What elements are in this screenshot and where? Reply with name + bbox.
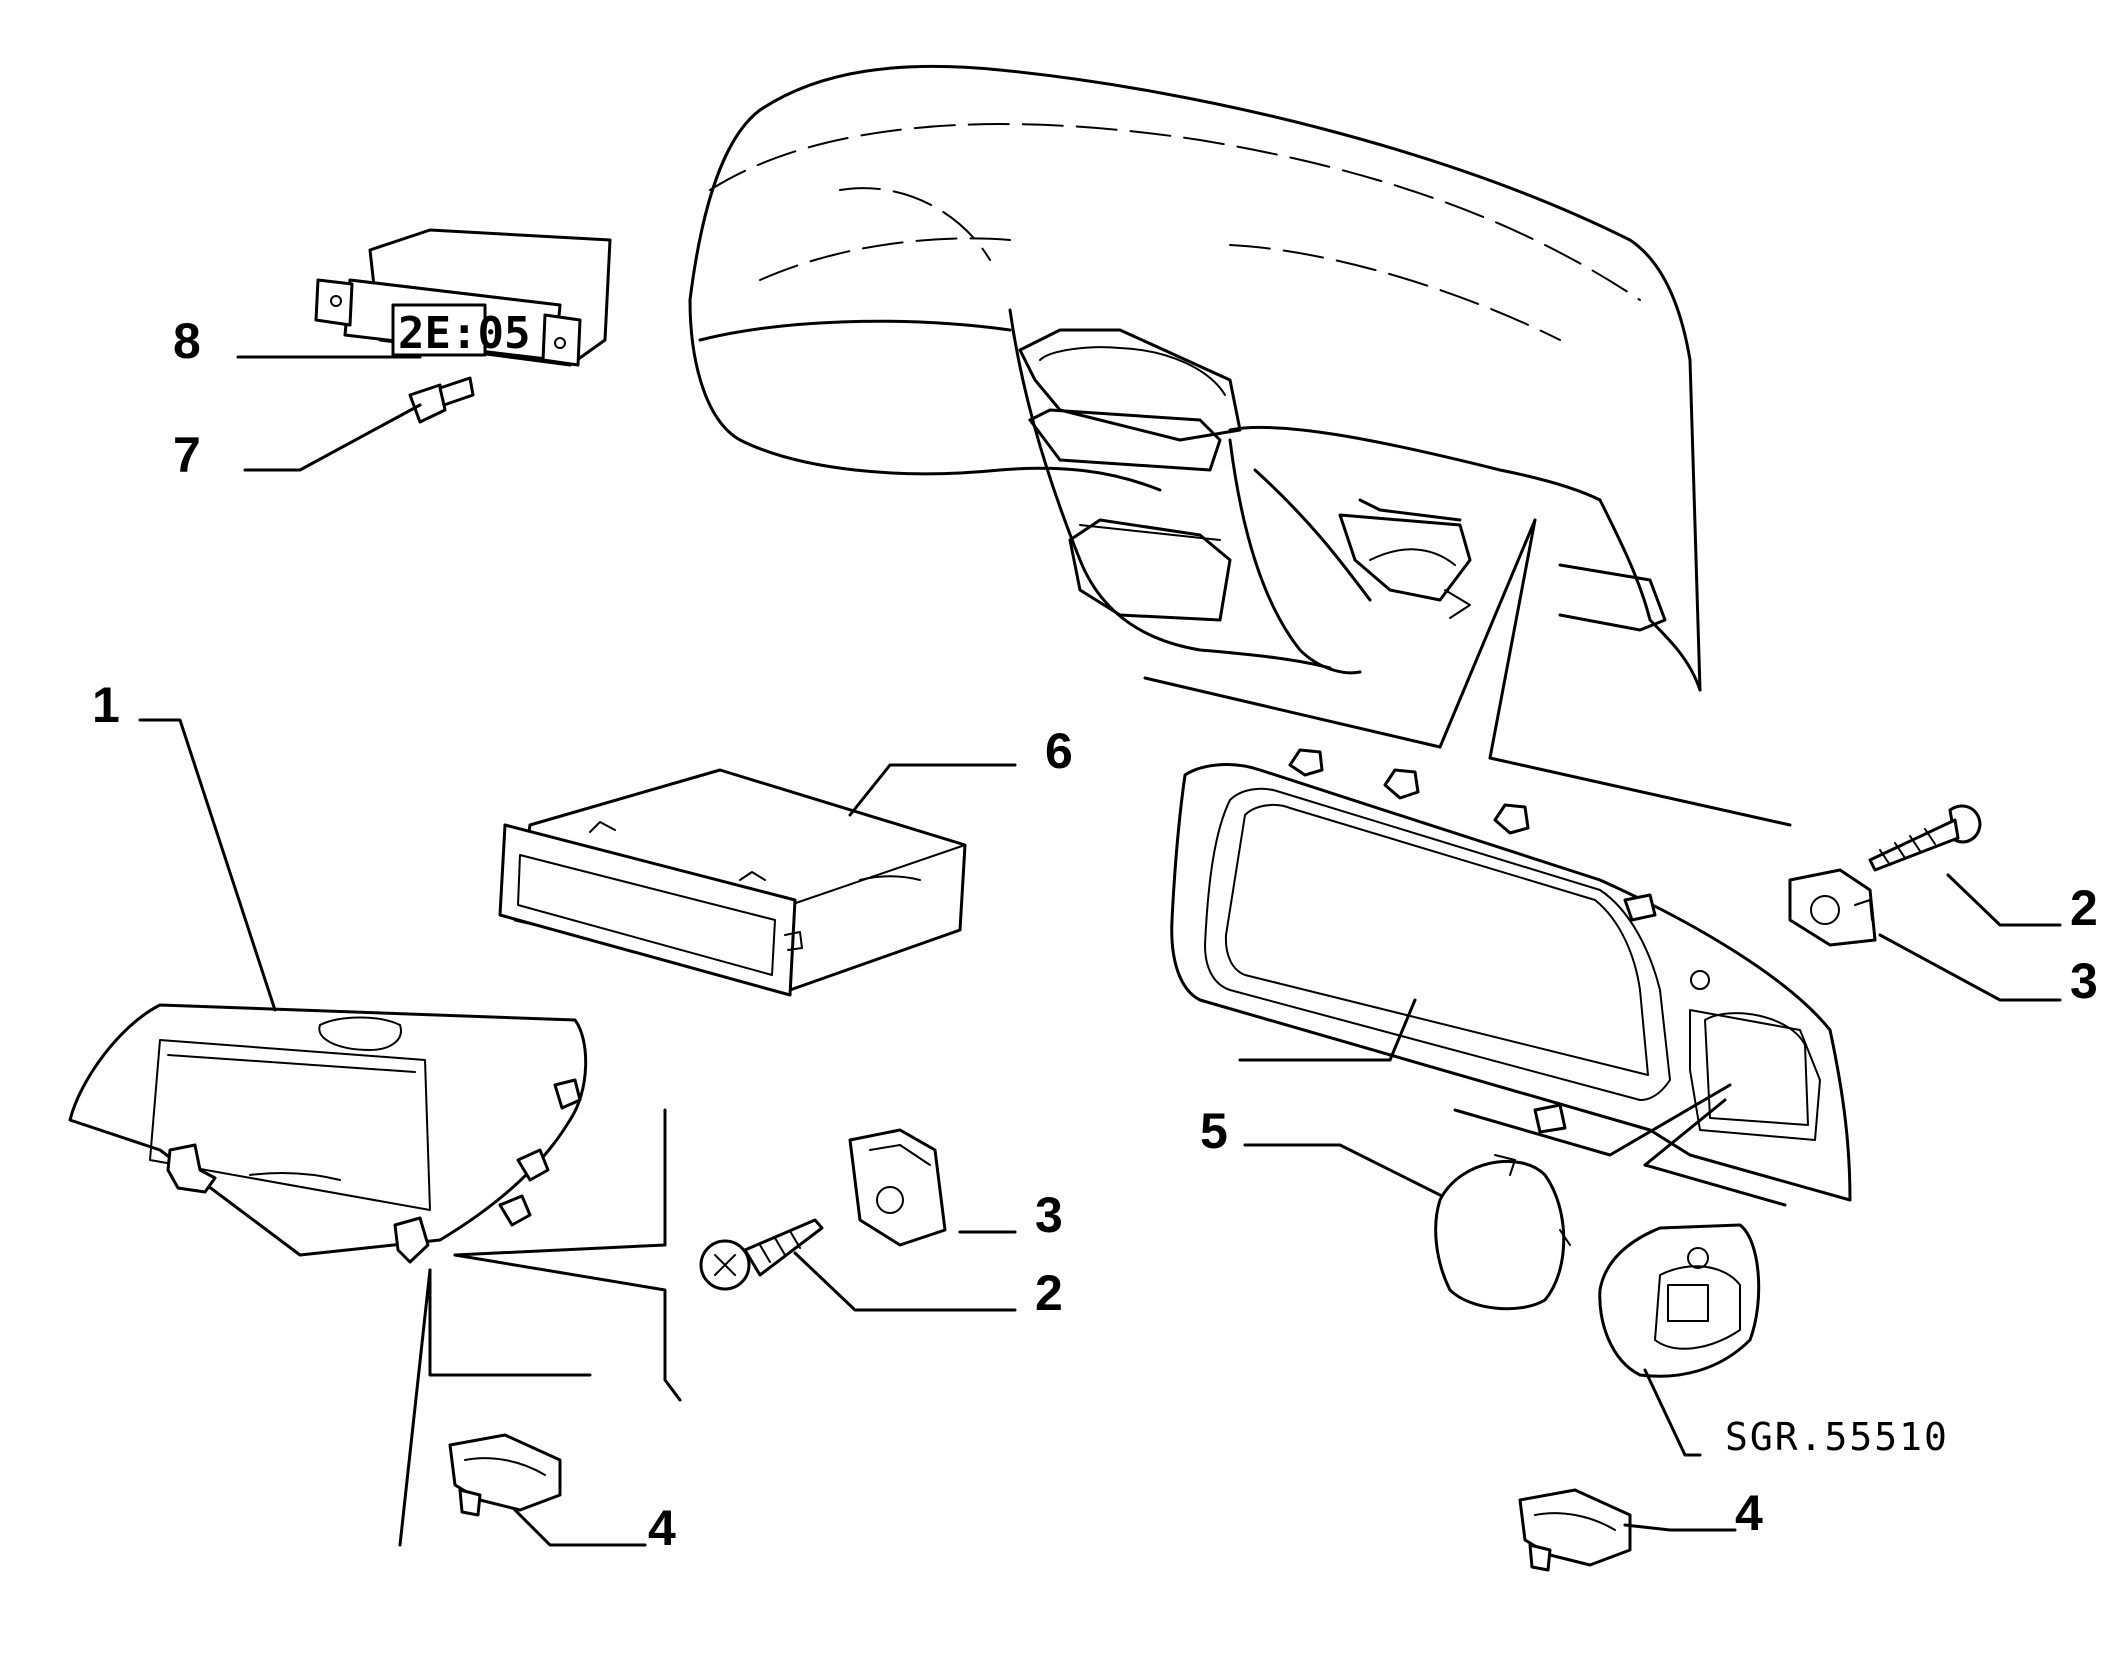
callout-label-3-right: 3	[2070, 953, 2098, 1009]
clip-left	[448, 1433, 562, 1517]
speed-nut-middle	[848, 1128, 947, 1247]
screw-right	[1868, 804, 1982, 872]
center-console-shroud	[68, 1003, 588, 1264]
round-cap	[1434, 1154, 1571, 1311]
callout-label-1: 1	[92, 677, 120, 733]
drawing-code: SGR.55510	[1725, 1415, 1949, 1459]
clock-display-text: 2E:05	[398, 308, 530, 359]
instrument-cluster-bezel	[1170, 748, 1852, 1202]
switch-panel	[1598, 1223, 1761, 1378]
leader-lines	[138, 355, 2062, 1547]
clock-display-window	[391, 303, 487, 357]
callout-label-6: 6	[1045, 723, 1073, 779]
callout-label-5: 5	[1200, 1103, 1228, 1159]
dashboard-panel	[688, 64, 1702, 692]
callout-label-3-mid: 3	[1035, 1187, 1063, 1243]
clip-right	[1518, 1488, 1632, 1572]
callout-label-4-left: 4	[648, 1500, 676, 1556]
speed-nut-right	[1788, 868, 1877, 947]
callout-label-7: 7	[173, 427, 201, 483]
callout-label-2-right: 2	[2070, 880, 2098, 936]
digital-clock: 2E:05	[314, 228, 612, 367]
clock-screw	[408, 376, 475, 424]
screw-middle	[699, 1218, 824, 1291]
callout-label-8: 8	[173, 313, 201, 369]
radio-housing	[498, 768, 967, 997]
callout-label-4-right: 4	[1735, 1485, 1763, 1541]
callout-label-2-mid: 2	[1035, 1265, 1063, 1321]
